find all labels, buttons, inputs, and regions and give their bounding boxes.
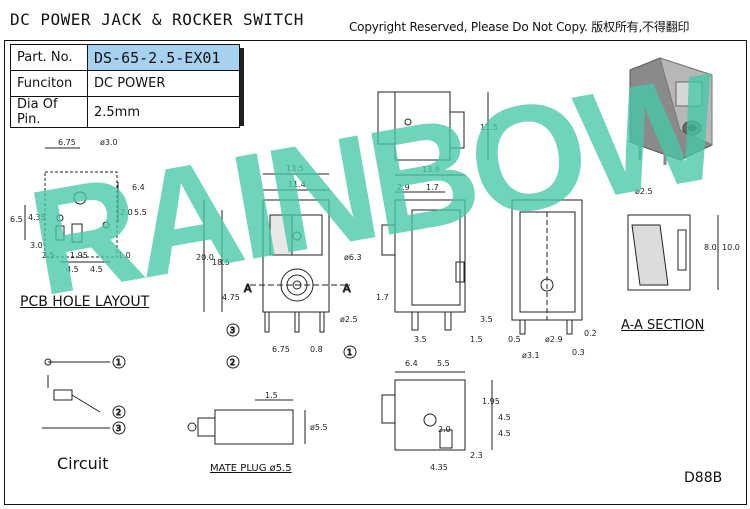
circuit-callout-2: 2 (116, 408, 121, 417)
dim-right: 0.5 (508, 335, 521, 344)
pcb-layout-label: PCB HOLE LAYOUT (20, 294, 150, 310)
dim-front: 13.5 (286, 164, 304, 173)
dim-section: 10.0 (722, 243, 740, 252)
mate-plug-view (187, 399, 306, 445)
dim-side: 1.5 (470, 335, 483, 344)
dim-front: 0.8 (310, 345, 323, 354)
dim-side: 1.7 (376, 293, 389, 302)
aa-section-view (627, 214, 719, 291)
callout-3: 3 (230, 326, 235, 335)
circuit-callout-3: 3 (116, 424, 121, 433)
dim-side: 13.9 (422, 165, 440, 174)
dim-right: 0.2 (584, 329, 597, 338)
dim-right: ø2.9 (545, 335, 563, 344)
pcb-hole-layout (24, 147, 119, 263)
dim-bottom: 5.5 (437, 359, 450, 368)
circuit-schematic (42, 358, 110, 429)
dim-top: 11.5 (480, 123, 498, 132)
dim-side: 3.5 (414, 335, 427, 344)
dim-bottom: 4.5 (498, 429, 511, 438)
spec-value-pin-dia: 2.5mm (87, 96, 240, 128)
spec-row-pin-dia: Dia Of Pin. 2.5mm (10, 96, 240, 128)
drawing-code: D88B (684, 470, 723, 486)
dim-bottom: 6.4 (405, 359, 418, 368)
dim-pcb: 3.0 (30, 241, 43, 250)
dimension-labels: 6.75 ø3.0 6.5 4.35 6.4 2.0 5.5 3.0 2.5 1… (10, 123, 740, 472)
dim-bottom: 4.35 (430, 463, 448, 472)
section-mark-right: A (343, 282, 351, 295)
front-view (203, 173, 350, 333)
dim-section: 8.0 (704, 243, 717, 252)
callout-1: 1 (347, 348, 352, 357)
circuit-callout-1: 1 (116, 358, 121, 367)
dim-pcb: 6.75 (58, 138, 76, 147)
dim-side: 2.9 (397, 183, 410, 192)
circuit-label: Circuit (57, 454, 109, 473)
section-mark-left: A (244, 282, 252, 295)
dim-side: 3.5 (480, 315, 493, 324)
dim-front: ø6.3 (344, 253, 362, 262)
dim-side: 1.7 (426, 183, 439, 192)
dim-front: 18.5 (212, 258, 230, 267)
dim-pcb: ø3.0 (100, 138, 118, 147)
dim-bottom: 1.95 (482, 397, 500, 406)
dim-right: 0.3 (572, 348, 585, 357)
dim-front: 11.4 (288, 180, 306, 189)
dim-pcb: 1.0 (118, 251, 131, 260)
dim-pcb: 4.35 (28, 213, 46, 222)
spec-row-part-no: Part. No. DS-65-2.5-EX01 (10, 44, 240, 71)
dim-pcb: 2.0 (120, 208, 133, 217)
spec-label: Dia Of Pin. (10, 96, 88, 128)
dim-right: ø3.1 (522, 351, 540, 360)
dim-pcb: 5.5 (134, 208, 147, 217)
dim-pcb: 6.4 (132, 183, 145, 192)
bottom-view (381, 371, 493, 451)
dim-pcb: 4.5 (66, 265, 79, 274)
dim-bottom: 4.5 (498, 413, 511, 422)
drawing-title: DC POWER JACK & ROCKER SWITCH (10, 10, 304, 29)
product-photo (629, 57, 713, 165)
side-view (381, 174, 466, 331)
dim-bottom: 2.3 (470, 451, 483, 460)
top-view (377, 91, 489, 161)
aa-section-label: A-A SECTION (621, 318, 705, 333)
dim-front: ø2.5 (340, 315, 358, 324)
dim-pcb: 2.5 (42, 251, 55, 260)
dim-front: 20.0 (196, 253, 214, 262)
dim-pcb: 6.5 (10, 215, 23, 224)
spec-table: Part. No. DS-65-2.5-EX01 Funciton DC POW… (10, 44, 240, 128)
dim-bottom: 2.0 (438, 425, 451, 434)
mate-plug-label: MATE PLUG ø5.5 (210, 463, 292, 474)
callout-markers: 1 2 3 1 2 3 (112, 323, 357, 435)
spec-value-part-no: DS-65-2.5-EX01 (87, 44, 240, 71)
dim-pcb: 4.5 (90, 265, 103, 274)
dim-plug: 1.5 (265, 391, 278, 400)
right-view (511, 199, 583, 335)
dim-section: ø2.5 (635, 187, 653, 196)
dim-plug: ø5.5 (310, 423, 328, 432)
callout-2: 2 (230, 358, 235, 367)
dim-front: 4.75 (222, 293, 240, 302)
copyright-notice: Copyright Reserved, Please Do Not Copy. … (349, 20, 690, 34)
dim-pcb: 1.95 (70, 251, 88, 260)
dim-front: 6.75 (272, 345, 290, 354)
